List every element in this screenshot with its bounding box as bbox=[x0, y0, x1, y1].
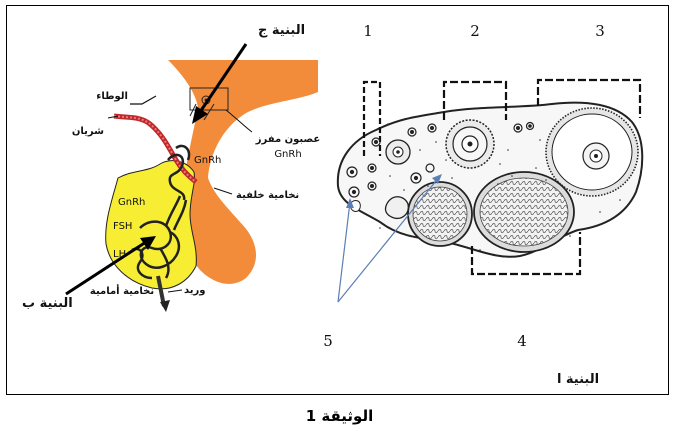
pointer-arrowhead-5b bbox=[432, 174, 442, 184]
structure-b-arrowhead bbox=[140, 236, 156, 250]
label-structure-c: البنية ج bbox=[258, 23, 305, 38]
primary-follicle bbox=[385, 139, 411, 165]
corpus-albicans bbox=[407, 181, 473, 247]
hypothalamus-leader bbox=[130, 95, 157, 105]
structure-c-arrowhead bbox=[192, 106, 208, 124]
label-gnrh-top: GnRh bbox=[274, 149, 301, 160]
structure-c-arrow bbox=[198, 43, 248, 113]
vein-arrow bbox=[160, 300, 170, 312]
artery-leader bbox=[107, 115, 119, 119]
anterior-pituitary-shape bbox=[105, 160, 197, 290]
marker-3: 3 bbox=[595, 22, 605, 40]
bracket-3 bbox=[536, 78, 642, 118]
label-gnrh-mid: GnRh bbox=[194, 155, 221, 166]
axon-lines bbox=[189, 103, 215, 121]
marker-1: 1 bbox=[363, 22, 373, 40]
corpus-luteum bbox=[473, 171, 575, 253]
posterior-pituitary-shape bbox=[168, 60, 318, 284]
portal-capillaries bbox=[167, 144, 191, 201]
marker-4: 4 bbox=[517, 332, 527, 350]
neuron-leader bbox=[225, 109, 253, 133]
primordial-follicles bbox=[346, 121, 535, 198]
pointer-line-5b bbox=[337, 175, 441, 303]
bracket-2 bbox=[442, 80, 508, 120]
label-vein: وريد bbox=[184, 285, 206, 296]
label-fsh: FSH bbox=[113, 221, 132, 232]
secondary-follicle bbox=[445, 119, 495, 169]
secretory-neuron-box bbox=[189, 87, 229, 111]
portal-vessels bbox=[164, 195, 188, 231]
bracket-4 bbox=[470, 232, 582, 276]
label-secretory-neuron: عصبون مفرز bbox=[255, 134, 320, 145]
bracket-1 bbox=[362, 80, 382, 156]
hypothalamus-pituitary-diagram: الوطاء شريان عصبون مفرز GnRh GnRh GnRh ن… bbox=[22, 23, 320, 312]
posterior-leader bbox=[213, 187, 233, 195]
document-caption: الوثيقة 1 bbox=[305, 407, 374, 425]
mature-follicle bbox=[545, 107, 639, 197]
vein-leader bbox=[167, 289, 183, 293]
pointer-arrowhead-5a bbox=[346, 198, 354, 208]
label-posterior-pituitary: نخامية خلفية bbox=[236, 190, 299, 201]
pointer-line-5a bbox=[337, 201, 351, 303]
label-gnrh-left: GnRh bbox=[118, 197, 145, 208]
label-lh: LH bbox=[113, 249, 126, 260]
label-hypothalamus: الوطاء bbox=[96, 91, 128, 102]
label-structure-b: البنية ب bbox=[22, 296, 73, 311]
artery-vessel-inner bbox=[113, 115, 197, 183]
atretic-follicle bbox=[349, 196, 409, 220]
ovary-section-diagram: 1 2 3 4 5 البنية ا bbox=[323, 22, 644, 387]
marker-5: 5 bbox=[323, 332, 333, 350]
anterior-capillary-network bbox=[131, 220, 181, 280]
structure-b-arrow bbox=[65, 240, 147, 296]
label-anterior-pituitary: نخامية أمامية bbox=[90, 284, 154, 297]
stroma-dots bbox=[379, 123, 621, 251]
label-structure-a: البنية ا bbox=[557, 372, 599, 387]
marker-2: 2 bbox=[470, 22, 480, 40]
label-artery: شريان bbox=[72, 126, 104, 137]
